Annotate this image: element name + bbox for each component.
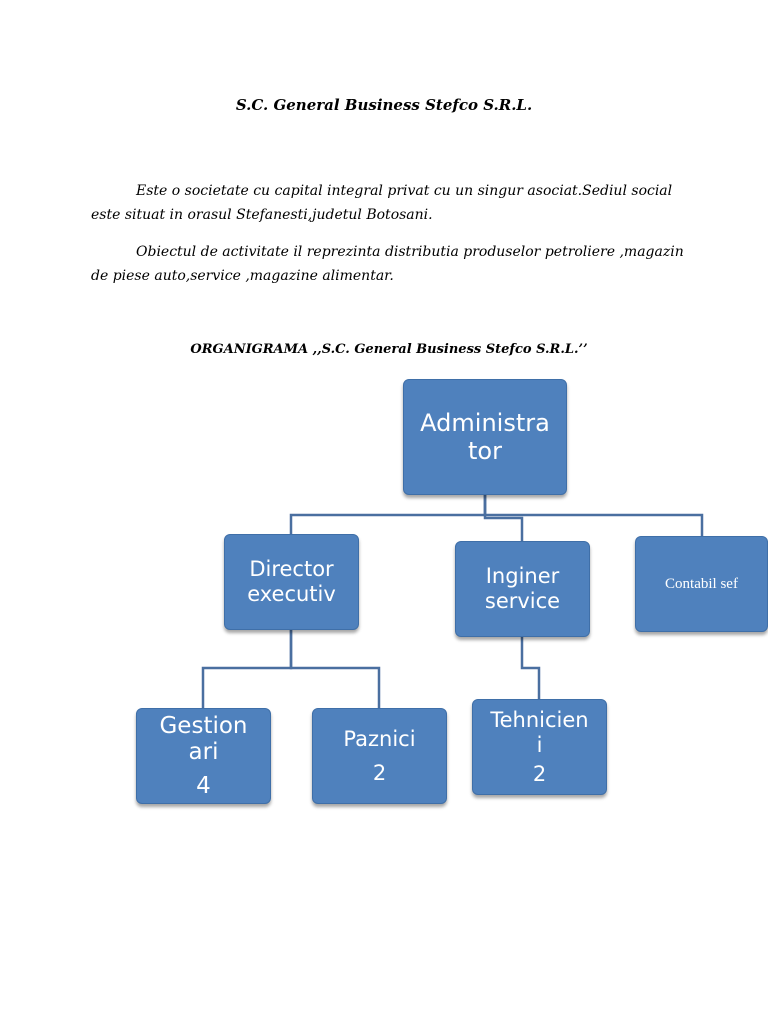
- org-box-administrator: Administra tor: [403, 379, 567, 495]
- director-label-line2: executiv: [247, 582, 336, 606]
- org-box-paznici: Paznici 2: [312, 708, 447, 804]
- connector-admin-contabil: [483, 494, 704, 537]
- org-box-inginer-service: Inginer service: [455, 541, 590, 637]
- document-title: S.C. General Business Stefco S.R.L.: [235, 96, 533, 114]
- paragraph-company-description: Este o societate cu capital integral pri…: [91, 179, 691, 227]
- org-box-contabil-sef: Contabil sef: [635, 536, 768, 632]
- connector-director-gestionari: [201, 630, 293, 709]
- org-box-gestionari: Gestion ari 4: [136, 708, 271, 804]
- connector-director-paznici: [289, 630, 381, 709]
- paragraph-1-text: Este o societate cu capital integral pri…: [91, 183, 673, 223]
- org-box-tehnicieni: Tehnicien i 2: [472, 699, 607, 795]
- organigram-title: ORGANIGRAMA ,,S.C. General Business Stef…: [190, 342, 588, 357]
- administrator-label-line2: tor: [468, 437, 502, 465]
- administrator-label-line1: Administra: [420, 409, 550, 437]
- gestionari-label-line1: Gestion: [159, 713, 248, 739]
- org-box-director-executiv: Director executiv: [224, 534, 359, 630]
- tehnicieni-count: 2: [532, 761, 547, 786]
- tehnicieni-label-line1: Tehnicien: [490, 707, 589, 732]
- paznici-label: Paznici: [343, 727, 416, 751]
- paragraph-activity: Obiectul de activitate il reprezinta dis…: [91, 240, 691, 288]
- connector-admin-inginer: [483, 494, 524, 542]
- paznici-count: 2: [372, 761, 387, 785]
- paragraph-2-text: Obiectul de activitate il reprezinta dis…: [91, 244, 684, 284]
- contabil-label: Contabil sef: [665, 575, 738, 592]
- inginer-label-line1: Inginer: [485, 564, 560, 588]
- gestionari-label-line2: ari: [188, 739, 219, 765]
- gestionari-count: 4: [196, 773, 211, 799]
- director-label-line1: Director: [249, 557, 334, 581]
- connector-inginer-tehnicieni: [520, 637, 541, 700]
- tehnicieni-label-line2: i: [536, 732, 543, 757]
- connector-admin-director: [289, 494, 487, 535]
- inginer-label-line2: service: [484, 589, 561, 613]
